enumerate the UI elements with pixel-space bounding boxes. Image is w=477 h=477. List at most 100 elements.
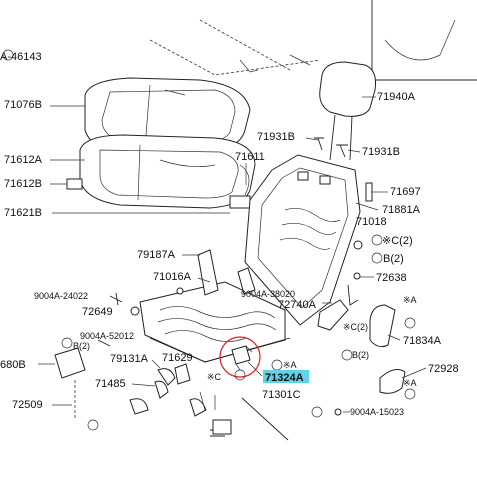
cable-71301c — [241, 397, 289, 441]
label-71621b: 71621B — [4, 207, 42, 219]
label-71697: 71697 — [390, 186, 421, 198]
bracket-under-cushion — [229, 195, 251, 209]
label-72928: 72928 — [428, 363, 459, 375]
bracket-680b — [54, 347, 86, 379]
leader-71931b-l — [305, 137, 319, 141]
part-bottom-box — [212, 419, 232, 435]
screw-9004a15023 — [334, 408, 342, 416]
seat-cushion-pad — [79, 134, 256, 209]
clip-72649 — [130, 306, 140, 316]
label-a-2: ※A — [283, 360, 297, 370]
label-680b: 680B — [0, 359, 26, 371]
cable-lower — [199, 391, 216, 411]
leader-lines — [38, 96, 427, 413]
latch-72928 — [379, 369, 406, 394]
bracket-71629 — [174, 363, 191, 385]
part-71324a-side — [235, 345, 253, 371]
label-b2-1: B(2) — [383, 253, 404, 265]
rear-seat-edge — [239, 54, 311, 73]
label-71834a: 71834A — [403, 335, 442, 347]
bolt-72638 — [353, 272, 361, 280]
highlight-71324a — [263, 370, 309, 383]
label-71940a: 71940A — [377, 91, 416, 103]
label-71612b: 71612B — [4, 178, 42, 190]
label-a46143: A-46143 — [0, 51, 42, 63]
wire-71611 — [239, 164, 250, 196]
inset-box — [371, 0, 477, 81]
handle-71485 — [154, 380, 169, 399]
bracket-lower-mid — [189, 398, 207, 417]
part-71324a — [231, 345, 251, 365]
screw-9004a24022 — [109, 292, 123, 306]
leader-71485 — [131, 383, 156, 387]
label-9004a52012: 9004A-52012 — [80, 331, 134, 341]
ref-marker-c — [341, 349, 353, 361]
label-72649: 72649 — [82, 306, 113, 318]
seat-frame-rail — [149, 337, 291, 363]
seat-cushion-pad-groove — [137, 144, 216, 201]
label-9004a15023: 9004A-15023 — [350, 407, 404, 417]
label-71485: 71485 — [95, 378, 126, 390]
label-71881a: 71881A — [382, 204, 421, 216]
label-9004a38020: 9004A-38020 — [241, 289, 295, 299]
seat-cushion-pad-inner — [99, 149, 239, 199]
headrest-stay-l — [329, 114, 336, 161]
bracket-top-2 — [319, 175, 331, 185]
label-79131a: 79131A — [110, 353, 149, 365]
cover-71834a — [369, 304, 396, 348]
label-71324a: 71324A — [265, 372, 304, 384]
bolt-71016a — [176, 287, 184, 295]
label-c2-2: ※C(2) — [343, 322, 368, 332]
bracket-top-1 — [297, 171, 309, 181]
recliner-arm — [317, 299, 349, 331]
ref-marker-b2 — [371, 234, 383, 246]
label-b2-3: B(2) — [352, 350, 369, 360]
label-71076: 71076B — [4, 99, 42, 111]
ref-marker-a2 — [404, 388, 416, 400]
ref-marker-s5 — [2, 49, 14, 61]
ref-marker-s1 — [234, 369, 246, 381]
guide-71931b-right — [336, 144, 348, 158]
label-c2-1: ※C(2) — [382, 235, 413, 247]
label-71301c: 71301C — [262, 389, 301, 401]
circle-highlight-71324a — [219, 336, 261, 378]
label-b2-2: B(2) — [73, 341, 90, 351]
rear-seat-outline — [149, 19, 321, 76]
label-79187a: 79187A — [137, 249, 176, 261]
guide-71931b-left — [314, 137, 324, 151]
leader-71324a — [247, 361, 263, 377]
seat-frame-springs — [157, 306, 277, 342]
lever-79131a — [157, 368, 176, 386]
ref-marker-s3 — [311, 406, 323, 418]
screw-9004a52012 — [97, 339, 111, 347]
seatback-frame-inner — [257, 167, 349, 309]
ref-marker-b3 — [61, 337, 73, 349]
label-72509: 72509 — [12, 399, 43, 411]
label-72740a: 72740A — [278, 299, 317, 311]
label-71016a: 71016A — [153, 271, 192, 283]
label-71611: 71611 — [235, 151, 265, 163]
inset-sketch — [384, 19, 456, 61]
leader-72928 — [401, 367, 427, 379]
leader-71931b-r — [347, 149, 361, 153]
label-71629: 71629 — [162, 352, 193, 364]
label-71931b-right: 71931B — [362, 146, 400, 158]
nut-c2 — [353, 240, 363, 250]
riser-79187a — [197, 249, 219, 296]
seatback-frame-springs — [279, 208, 341, 250]
leader-71834a — [387, 334, 401, 341]
label-71018: 71018 — [356, 216, 387, 228]
ref-marker-s2 — [271, 359, 283, 371]
label-a-3: ※A — [403, 378, 417, 388]
label-71931b-left: 71931B — [257, 131, 295, 143]
seat-frame-outer — [139, 281, 286, 363]
label-a-1: ※A — [403, 295, 417, 305]
pin-71697 — [365, 182, 373, 202]
label-72638: 72638 — [376, 272, 407, 284]
label-9004a24022: 9004A-24022 — [34, 291, 88, 301]
headrest — [319, 61, 376, 117]
riser-bracket — [237, 267, 256, 295]
bracket-lower-left — [129, 398, 149, 415]
